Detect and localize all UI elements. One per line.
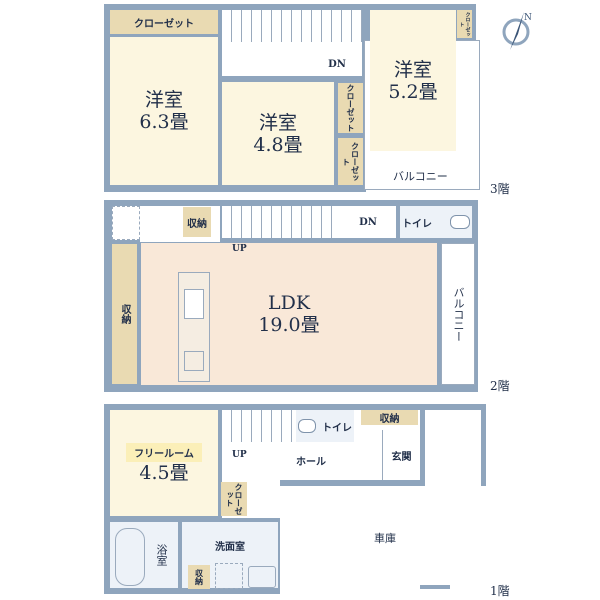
stairs-3f [222, 10, 362, 42]
storage-label: 収納 [187, 218, 207, 230]
toilet-label: トイレ [402, 218, 432, 230]
floor-label-2f: 2階 [490, 379, 510, 393]
svg-text:N: N [524, 13, 532, 23]
washer-space [215, 563, 243, 589]
closet-label: クローゼット [346, 84, 356, 132]
room-name: フリールーム [126, 442, 202, 462]
hall-label: ホール [296, 456, 326, 468]
room-size: 4.8畳 [253, 133, 303, 156]
closet-1f: クローゼット [221, 482, 247, 516]
storage-1f-small: 収納 [188, 565, 210, 589]
landing-2f: DN [340, 206, 396, 238]
closet-3f-b: クローゼット [338, 138, 363, 185]
room-size: 6.3畳 [139, 111, 189, 133]
toilet-2f: トイレ [400, 206, 472, 238]
storage-2f-top: 収納 [183, 207, 211, 237]
up-label-2f: UP [232, 244, 247, 254]
toilet-label: トイレ [322, 422, 352, 434]
closet-3f-a: クローゼット [338, 83, 363, 133]
void-2f [112, 206, 140, 240]
storage-label: 収納 [119, 304, 130, 324]
storage-label: 収納 [379, 414, 400, 425]
garage: 車庫 [280, 486, 480, 600]
bath-label: 浴室 [155, 544, 168, 566]
balcony-label: バルコニー [393, 170, 448, 183]
entry-door-area [425, 410, 481, 486]
storage-1f: 収納 [361, 410, 418, 425]
closet-3f-small: クローゼット [457, 10, 472, 38]
entrance-label: 玄関 [391, 451, 412, 463]
washroom: 洗面室 [182, 522, 278, 588]
garage-wall [420, 585, 450, 589]
entrance[interactable]: 玄関 [382, 430, 420, 480]
floor-label-3f: 3階 [490, 182, 510, 196]
room-name: LDK [267, 292, 311, 314]
closet-label: クローゼット [225, 483, 244, 515]
stairs-2f [222, 206, 340, 238]
floor-label-1f: 1階 [490, 584, 510, 598]
toilet-1f: トイレ [296, 410, 354, 442]
room-name: 洋室 [258, 111, 297, 134]
room-name: 洋室 [144, 89, 183, 111]
closet-label: クローゼット [458, 11, 471, 37]
washbasin-icon [248, 566, 276, 588]
balcony-label: バルコニー [452, 286, 465, 342]
closet-label: クローゼット [341, 141, 361, 182]
bathtub-icon [115, 528, 145, 586]
room-name: 洋室 [393, 58, 432, 81]
north-arrow-icon: N [502, 8, 536, 52]
kitchen-counter [178, 272, 210, 382]
room-size: 5.2畳 [388, 80, 438, 103]
storage-label: 収納 [194, 569, 205, 585]
up-label-1f: UP [232, 450, 247, 460]
dn-label: DN [328, 58, 346, 70]
toilet-icon [450, 215, 470, 229]
washroom-label: 洗面室 [215, 542, 245, 553]
stairs-1f [222, 410, 292, 442]
storage-2f-left: 収納 [112, 244, 137, 384]
room-size: 19.0畳 [258, 314, 320, 336]
dn-label: DN [359, 216, 377, 228]
balcony-2f: バルコニー [441, 243, 475, 385]
garage-label: 車庫 [374, 532, 396, 545]
landing-3f: DN [222, 42, 362, 76]
sink-icon [184, 289, 204, 319]
room-size: 4.5畳 [139, 461, 189, 484]
stove-icon [184, 351, 204, 371]
toilet-icon [298, 419, 316, 433]
closet-3f: クローゼット [110, 10, 218, 34]
